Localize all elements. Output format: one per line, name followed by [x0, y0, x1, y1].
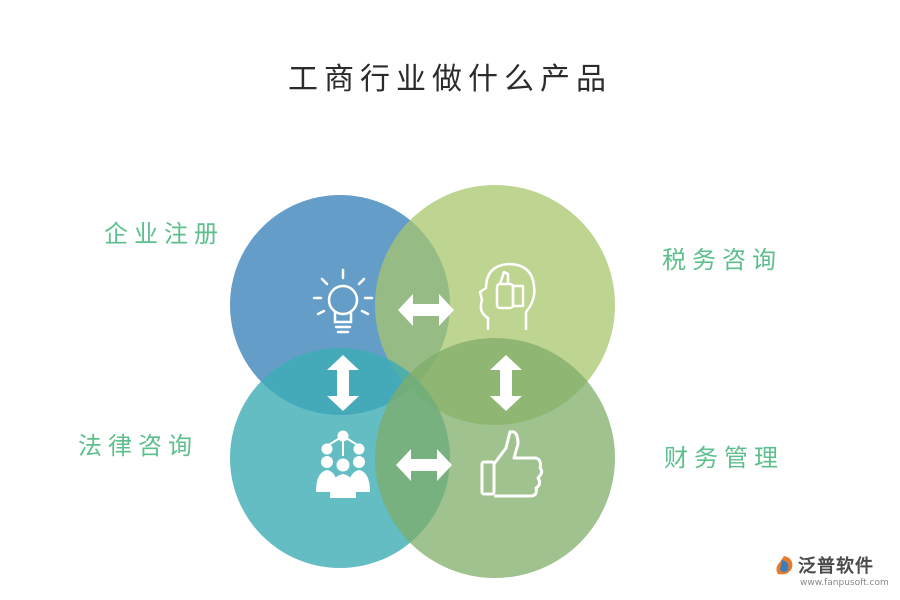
left-right-arrow-icon [398, 294, 454, 326]
up-down-arrow-icon [490, 355, 522, 411]
left-right-arrow-icon [396, 449, 452, 481]
brand-name: 泛普软件 [798, 556, 874, 577]
label-financial-management: 财务管理 [664, 444, 784, 472]
circle-bottom-right [375, 338, 615, 578]
lightbulb-icon [312, 268, 374, 334]
label-enterprise-registration: 企业注册 [104, 220, 224, 248]
head-thumbs-up-icon [478, 262, 536, 330]
brand-url: www.fanpusoft.com [800, 578, 889, 588]
thumbs-up-icon [480, 430, 544, 498]
label-tax-consulting: 税务咨询 [662, 246, 782, 274]
label-legal-consulting: 法律咨询 [78, 432, 198, 460]
team-network-icon [316, 430, 370, 498]
up-down-arrow-icon [327, 355, 359, 411]
brand-logo: 泛普软件 www.fanpusoft.com [772, 552, 892, 596]
brand-mark-icon [776, 556, 793, 575]
page-title: 工商行业做什么产品 [288, 62, 612, 97]
